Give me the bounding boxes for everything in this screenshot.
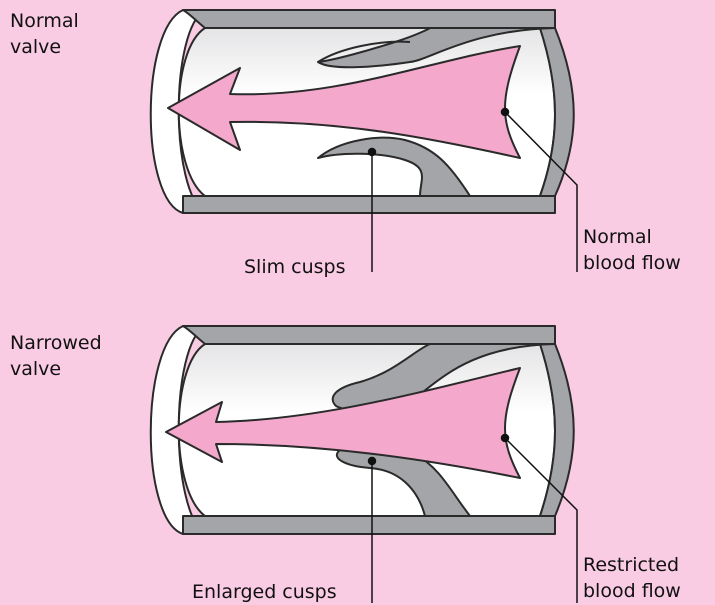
normal-blood-flow-label: Normal blood flow	[583, 224, 681, 276]
narrowed-vessel-bottom-wall	[183, 516, 555, 534]
normal-blood-flow-label-line1: Normal	[583, 224, 681, 250]
restricted-blood-flow-label: Restricted blood flow	[583, 552, 681, 604]
restricted-blood-flow-label-line2: blood flow	[583, 578, 681, 604]
narrowed-valve-label-line2: valve	[10, 356, 102, 382]
normal-valve-label-line2: valve	[10, 34, 79, 60]
normal-vessel-top-wall	[183, 10, 555, 28]
restricted-blood-flow-label-line1: Restricted	[583, 552, 681, 578]
narrowed-valve-label: Narrowed valve	[10, 330, 102, 382]
normal-valve-label: Normal valve	[10, 8, 79, 60]
narrowed-valve-label-line1: Narrowed	[10, 330, 102, 356]
narrowed-vessel-top-wall	[183, 326, 555, 344]
normal-vessel-bottom-wall	[183, 196, 555, 213]
slim-cusps-label: Slim cusps	[244, 254, 346, 280]
normal-valve-label-line1: Normal	[10, 8, 79, 34]
enlarged-cusps-label: Enlarged cusps	[192, 579, 337, 605]
normal-blood-flow-label-line2: blood flow	[583, 250, 681, 276]
